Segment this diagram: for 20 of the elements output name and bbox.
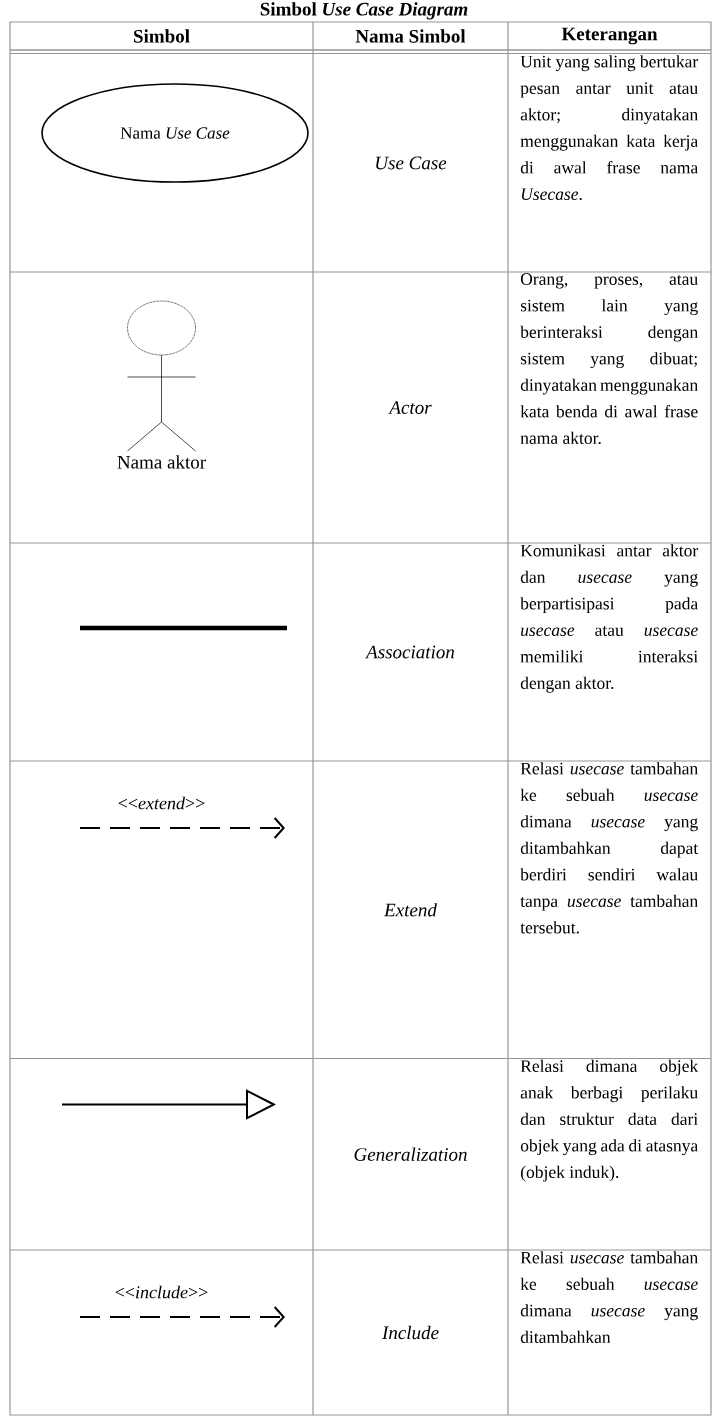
description-text: Unit yang saling bertukar pesan antar unit atau aktor; dinyatakan menggunakan kata kerja di awal frase nama Usecase.	[520, 55, 699, 201]
symbol-name: Use Case	[376, 156, 447, 170]
description-text: Relasi usecase tambahan ke sebuah usecase dimana usecase yang ditambahkan	[520, 1251, 698, 1344]
table-title: Simbol Use Case Diagram	[260, 2, 468, 20]
symbol-name: Actor	[388, 401, 432, 414]
description-text: Relasi dimana objek anak berbagi perilaku dan struktur data dari objek yang ada di atasnya (objek induk).	[520, 1059, 699, 1182]
column-header: Nama Simbol	[355, 29, 466, 43]
symbol-name: Extend	[383, 903, 437, 917]
column-header: Keterangan	[561, 27, 658, 45]
symbol-name: Association	[365, 645, 455, 659]
node-label: Nama aktor	[117, 455, 206, 469]
description-text: Komunikasi antar aktor dan usecase yang berpartisipasi pada usecase atau usecase memiliki interaksi dengan aktor.	[520, 544, 699, 693]
symbol-name: Include	[381, 1325, 439, 1340]
stereotype-label: <<extend>>	[118, 796, 205, 810]
description-text: Orang, proses, atau sistem lain yang berinteraksi dengan sistem yang dibuat; dinyatakan menggunakan kata benda di awal frase nama aktor.	[520, 273, 698, 445]
description-text: Relasi usecase tambahan ke sebuah usecase dimana usecase yang ditambahkan dapat berdiri sendiri walau tanpa usecase tambahan tersebut.	[520, 762, 699, 934]
column-header: Simbol	[134, 29, 190, 43]
symbol-name: Generalization	[354, 1147, 467, 1161]
stereotype-label: <<include>>	[115, 1285, 208, 1299]
actor-figure: Nama aktor	[117, 300, 206, 469]
